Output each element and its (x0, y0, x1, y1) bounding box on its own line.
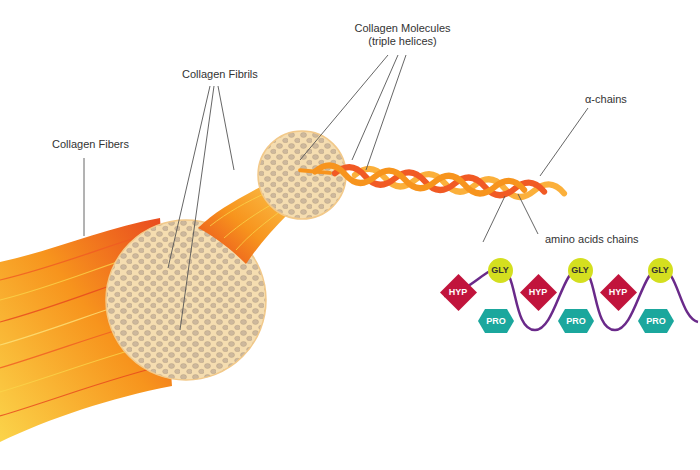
amino-acid-name: HYP (609, 287, 628, 297)
amino-acid-name: HYP (449, 287, 468, 297)
part-label: Collagen Molecules (triple helices) (340, 22, 465, 48)
part-label: Collagen Fibrils (182, 68, 258, 81)
amino-acid-name: HYP (529, 287, 548, 297)
part-label: Collagen Fibers (52, 138, 129, 151)
gly-circle: GLY (568, 258, 593, 283)
pro-hexagon: PRO (558, 309, 594, 333)
hyp-diamond: HYP (520, 274, 557, 311)
amino-acid-name: GLY (651, 265, 669, 275)
part-label: amino acids chains (545, 233, 639, 246)
gly-circle: GLY (488, 258, 513, 283)
hyp-diamond: HYP (600, 274, 637, 311)
hyp-diamond: HYP (440, 274, 477, 311)
pro-hexagon: PRO (478, 309, 514, 333)
amino-acid-name: PRO (646, 316, 666, 326)
amino-acid-name: GLY (571, 265, 589, 275)
part-label: α-chains (585, 93, 627, 106)
amino-acid-name: GLY (491, 265, 509, 275)
pro-hexagon: PRO (638, 309, 674, 333)
gly-circle: GLY (648, 258, 673, 283)
amino-acid-name: PRO (486, 316, 506, 326)
amino-acid-name: PRO (566, 316, 586, 326)
